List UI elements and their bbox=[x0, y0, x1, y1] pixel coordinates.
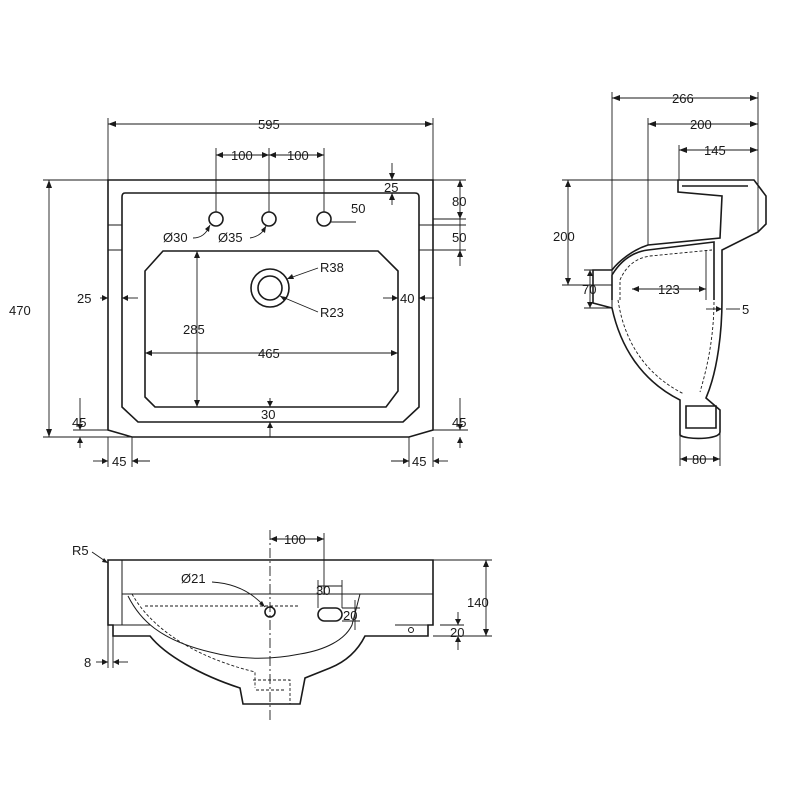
front-fixing-hole bbox=[408, 627, 414, 633]
dim-front-height: 140 bbox=[467, 595, 489, 610]
dim-front-base: 20 bbox=[450, 625, 464, 640]
dim-overflow-height: 20 bbox=[343, 608, 357, 623]
dim-front-tap-offset: 100 bbox=[284, 532, 306, 547]
basin-outer-outline bbox=[107, 179, 434, 438]
dim-chamfer-right-h: 45 bbox=[412, 454, 426, 469]
dim-tap-offset: 50 bbox=[351, 201, 365, 216]
dim-foot: 80 bbox=[692, 452, 706, 467]
front-outer-outline bbox=[107, 559, 434, 705]
plan-view: 595 100 100 25 80 50 50 Ø3 bbox=[9, 117, 468, 469]
tap-hole-left bbox=[208, 211, 224, 227]
overflow-slot bbox=[317, 607, 343, 622]
dim-rim-right: 40 bbox=[400, 291, 414, 306]
dim-chamfer-left-h: 45 bbox=[112, 454, 126, 469]
dim-tap-spacing-left: 100 bbox=[231, 148, 253, 163]
dim-wall: 5 bbox=[742, 302, 749, 317]
dim-rim-left: 25 bbox=[77, 291, 91, 306]
basin-rim-outline bbox=[121, 192, 420, 423]
dim-corner-radius: R5 bbox=[72, 543, 89, 558]
dim-hole-35: Ø35 bbox=[218, 230, 243, 245]
tap-hole-center bbox=[261, 211, 277, 227]
dim-side-overall: 266 bbox=[672, 91, 694, 106]
waste-outer-circle bbox=[250, 268, 290, 308]
dim-outlet-height: 70 bbox=[582, 282, 596, 297]
dim-bowl-width: 465 bbox=[258, 346, 280, 361]
dim-front-left: 8 bbox=[84, 655, 91, 670]
dim-waste-outer: R38 bbox=[320, 260, 344, 275]
dim-tap-spacing-right: 100 bbox=[287, 148, 309, 163]
dim-top-edge: 25 bbox=[384, 180, 398, 195]
front-bowl-inner bbox=[131, 593, 300, 688]
dim-side-inner: 145 bbox=[704, 143, 726, 158]
front-inner-right bbox=[299, 593, 361, 655]
dim-overflow-width: 30 bbox=[316, 583, 330, 598]
side-bracket bbox=[682, 185, 748, 429]
dim-overflow-hole: Ø21 bbox=[181, 571, 206, 586]
dim-bowl-depth: 285 bbox=[183, 322, 205, 337]
dim-side-mid: 200 bbox=[690, 117, 712, 132]
front-view: R5 100 Ø21 30 20 140 20 bbox=[72, 530, 492, 720]
side-outer-profile bbox=[592, 179, 767, 440]
front-bowl-line bbox=[127, 595, 301, 659]
dim-chamfer-right-v: 45 bbox=[452, 415, 466, 430]
side-trap-channel bbox=[619, 249, 713, 300]
dim-chamfer-left-v: 45 bbox=[72, 415, 86, 430]
dim-width: 595 bbox=[258, 117, 280, 132]
dim-hole-30: Ø30 bbox=[163, 230, 188, 245]
side-inner-profile bbox=[611, 241, 715, 300]
dim-side-50: 50 bbox=[452, 230, 466, 245]
dim-side-height: 200 bbox=[553, 229, 575, 244]
dim-front-rim: 30 bbox=[261, 407, 275, 422]
bowl-outline bbox=[144, 250, 399, 408]
front-waste-outlet bbox=[253, 679, 291, 704]
dim-depth: 470 bbox=[9, 303, 31, 318]
dim-waste-inner: R23 bbox=[320, 305, 344, 320]
dim-outlet-offset: 123 bbox=[658, 282, 680, 297]
side-inner-wall bbox=[617, 242, 715, 395]
dim-edge-80: 80 bbox=[452, 194, 466, 209]
tap-hole-right bbox=[316, 211, 332, 227]
waste-inner-circle bbox=[257, 275, 283, 301]
side-view: 266 200 145 200 70 123 5 bbox=[553, 91, 767, 467]
